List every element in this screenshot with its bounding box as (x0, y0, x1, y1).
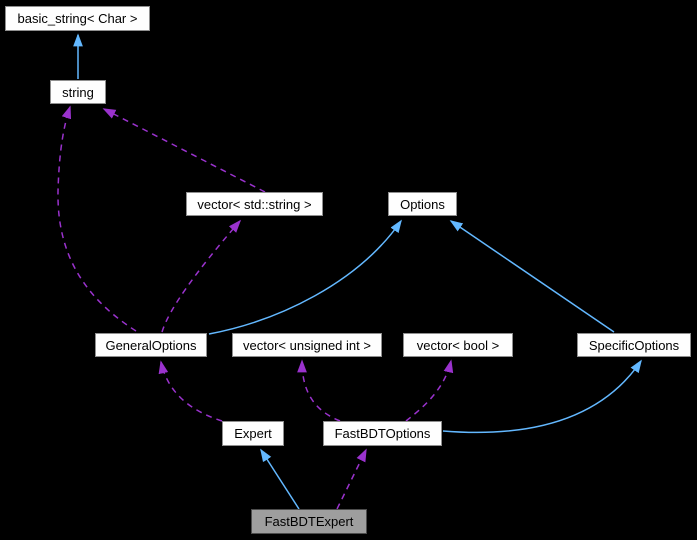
node-label-string: string (62, 84, 94, 100)
node-expert[interactable]: Expert (222, 421, 284, 446)
edge-general-options-to-vector-std-string-usage (161, 219, 242, 333)
edge-general-options-to-string-usage (57, 105, 137, 332)
node-vector-unsigned-int[interactable]: vector< unsigned int > (232, 333, 382, 357)
edge-fastbdt-expert-to-expert-inheritance (260, 448, 300, 510)
node-options[interactable]: Options (388, 192, 457, 216)
node-fastbdt-expert: FastBDTExpert (251, 509, 367, 534)
edge-fastbdt-options-to-vector-unsigned-int-usage (297, 359, 341, 422)
node-label-options: Options (400, 196, 445, 212)
node-label-vector-bool: vector< bool > (416, 337, 500, 353)
node-label-vector-unsigned-int: vector< unsigned int > (243, 337, 371, 353)
node-label-fastbdt-expert: FastBDTExpert (264, 514, 354, 529)
node-label-fastbdt-options: FastBDTOptions (334, 426, 431, 441)
edge-specific-options-to-options-inheritance (449, 220, 615, 333)
node-basic-string[interactable]: basic_string< Char > (5, 6, 150, 31)
node-string[interactable]: string (50, 80, 106, 104)
node-label-vector-std-string: vector< std::string > (197, 196, 312, 212)
edge-fastbdt-options-to-specific-options-inheritance (442, 359, 642, 434)
node-fastbdt-options[interactable]: FastBDTOptions (323, 421, 442, 446)
node-general-options[interactable]: GeneralOptions (95, 333, 207, 357)
edge-expert-to-general-options-usage (158, 360, 223, 422)
edge-general-options-to-options-inheritance (208, 219, 402, 335)
edge-fastbdt-options-to-vector-bool-usage (405, 359, 454, 422)
node-label-expert: Expert (234, 426, 272, 441)
node-specific-options[interactable]: SpecificOptions (577, 333, 691, 357)
edge-vector-std-string-to-string-usage (102, 108, 266, 193)
node-label-basic-string: basic_string< Char > (17, 11, 138, 26)
node-vector-std-string[interactable]: vector< std::string > (186, 192, 323, 216)
node-vector-bool[interactable]: vector< bool > (403, 333, 513, 357)
node-label-general-options: GeneralOptions (105, 337, 197, 353)
node-label-specific-options: SpecificOptions (588, 337, 680, 353)
edge-fastbdt-expert-to-fastbdt-options-usage (336, 448, 367, 510)
